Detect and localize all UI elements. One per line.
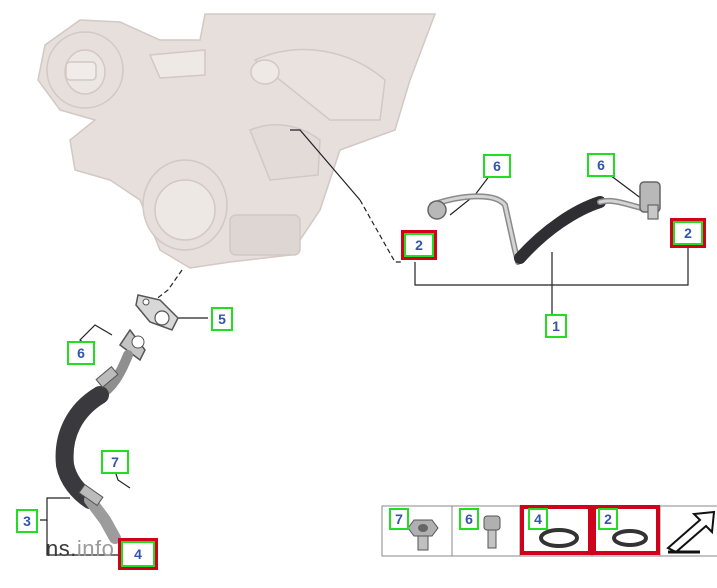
legend-highlight-frame <box>520 505 592 555</box>
legend-callout-6[interactable]: 6 <box>459 508 479 530</box>
watermark-prefix: ns. <box>46 536 77 561</box>
callout-2-left[interactable]: 2 <box>404 233 434 257</box>
callout-4[interactable]: 4 <box>121 541 155 567</box>
callout-1[interactable]: 1 <box>545 314 567 338</box>
legend-callout-4[interactable]: 4 <box>528 508 548 530</box>
legend-callout-7[interactable]: 7 <box>389 508 409 530</box>
next-page-arrow-icon[interactable] <box>666 510 716 554</box>
legend-highlight-frame <box>592 505 660 555</box>
callout-6-upper-left[interactable]: 6 <box>483 154 511 178</box>
oil-return-line <box>55 328 146 544</box>
oil-feed-line <box>427 181 661 265</box>
callout-6-upper-right[interactable]: 6 <box>587 153 615 177</box>
seal-ring-icon <box>612 529 648 547</box>
watermark: ns.info <box>46 536 114 562</box>
parts-legend-strip <box>381 505 717 557</box>
legend-highlights <box>520 505 660 555</box>
callout-7[interactable]: 7 <box>101 450 129 474</box>
turbocharger-assembly <box>37 13 437 269</box>
callout-3[interactable]: 3 <box>16 509 38 533</box>
callout-5[interactable]: 5 <box>211 307 233 331</box>
seal-ring-icon <box>539 528 579 548</box>
watermark-suffix: info <box>76 536 115 561</box>
gasket <box>135 294 179 331</box>
callout-2-right[interactable]: 2 <box>673 221 703 245</box>
legend-callout-2[interactable]: 2 <box>598 508 618 530</box>
bolt-icon <box>483 515 501 549</box>
callout-6-lower[interactable]: 6 <box>67 341 95 365</box>
